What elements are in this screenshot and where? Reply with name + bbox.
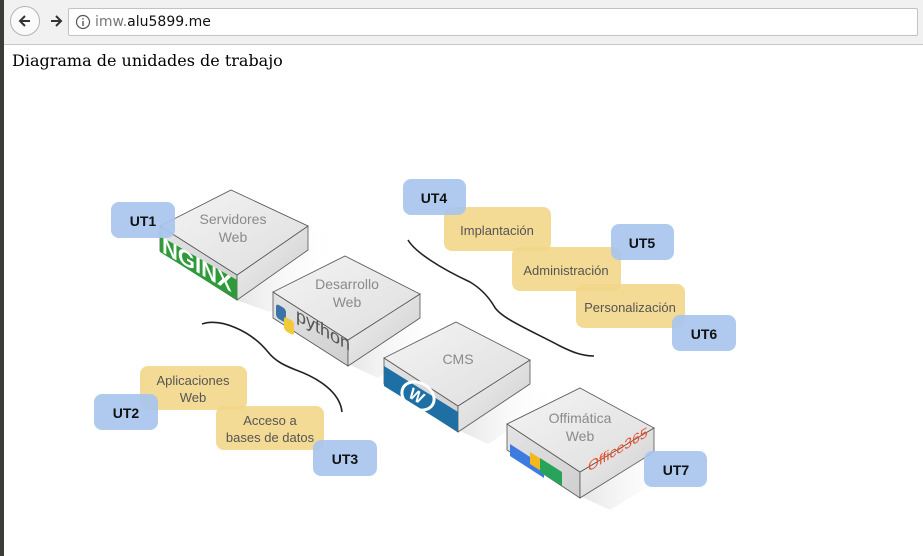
wordpress-logo: W [384, 366, 458, 432]
unit-tag-ut1: UT1 [111, 202, 175, 238]
unit-tag-ut4: UT4 [403, 179, 466, 215]
brace-right [407, 239, 595, 357]
topic-acceso-bases-datos: Acceso a bases de datos [216, 406, 324, 450]
box-label-ofimatica-1: Offimática [549, 410, 612, 426]
box-label-desarrollo-1: Desarrollo [315, 276, 379, 292]
unit-tag-ut6: UT6 [672, 315, 736, 351]
navigation-buttons [10, 6, 68, 36]
box-label-servidores-1: Servidores [200, 211, 267, 227]
url-domain: alu5899.me [127, 14, 211, 30]
topic-administracion: Administración [512, 247, 621, 291]
box-cms: W CMS [383, 321, 558, 444]
forward-button[interactable] [44, 9, 68, 33]
box-ofimatica-web: Office365 Offimática Web [506, 387, 682, 510]
url-text[interactable]: imw.alu5899.me [95, 14, 211, 30]
back-arrow-icon [18, 15, 30, 27]
url-prefix: imw. [95, 14, 128, 30]
back-button[interactable] [10, 6, 40, 36]
box-desarrollo-web: python Desarrollo Web [272, 255, 448, 378]
topic-label-personalizacion: Personalización [584, 300, 676, 315]
topic-label-aplicaciones-1: Aplicaciones [157, 373, 230, 388]
unit-tag-ut2: UT2 [94, 394, 158, 430]
box-label-cms: CMS [442, 351, 473, 367]
forward-arrow-icon [51, 15, 63, 27]
browser-toolbar: imw.alu5899.me [4, 0, 923, 45]
unit-tag-ut3: UT3 [313, 440, 377, 476]
topic-implantacion: Implantación [444, 207, 551, 251]
unit-label-ut5: UT5 [629, 235, 656, 251]
box-label-ofimatica-2: Web [566, 428, 595, 444]
unit-label-ut4: UT4 [421, 190, 448, 206]
unit-label-ut1: UT1 [130, 213, 157, 229]
topic-label-administracion: Administración [523, 263, 608, 278]
box-label-desarrollo-2: Web [333, 294, 362, 310]
topic-label-acceso-1: Acceso a [243, 413, 297, 428]
topic-label-aplicaciones-2: Web [180, 390, 207, 405]
brace-left [201, 321, 343, 413]
topic-personalizacion: Personalización [576, 284, 685, 328]
address-bar[interactable]: imw.alu5899.me [68, 8, 918, 36]
unit-label-ut7: UT7 [663, 462, 690, 478]
unit-label-ut2: UT2 [113, 405, 140, 421]
page-title: Diagrama de unidades de trabajo [12, 51, 283, 70]
info-icon[interactable] [75, 14, 91, 30]
unit-label-ut6: UT6 [691, 326, 718, 342]
google-docs-logo [510, 444, 562, 486]
topic-aplicaciones-web: Aplicaciones Web [140, 366, 247, 410]
topic-label-implantacion: Implantación [460, 223, 534, 238]
box-label-servidores-2: Web [219, 229, 248, 245]
unit-label-ut3: UT3 [332, 451, 359, 467]
window-edge [0, 0, 4, 556]
topic-label-acceso-2: bases de datos [226, 430, 315, 445]
unit-tag-ut5: UT5 [611, 224, 674, 260]
unit-tag-ut7: UT7 [644, 451, 707, 487]
box-servidores-web: NGINX Servidores Web [159, 189, 340, 312]
